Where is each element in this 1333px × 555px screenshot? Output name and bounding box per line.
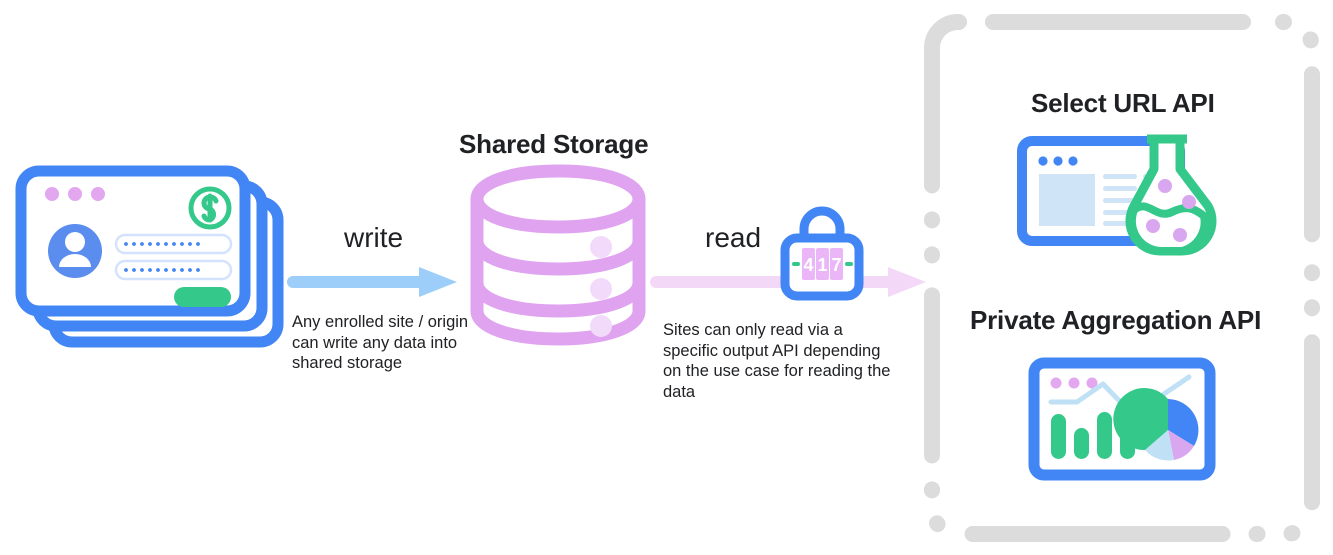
window-dots <box>1050 377 1098 389</box>
credential-field-username <box>114 233 233 255</box>
write-label: write <box>344 222 404 253</box>
pie-chart <box>1113 388 1199 461</box>
dollar-circle-icon <box>188 186 232 230</box>
browser-analytics-icon <box>1028 357 1216 482</box>
svg-text:1: 1 <box>817 255 827 275</box>
shared-storage-title: Shared Storage <box>459 129 649 159</box>
write-caption: Any enrolled site / origin can write any… <box>292 313 469 372</box>
browser-login-cards-icon <box>15 165 284 348</box>
flask-icon <box>1125 134 1217 256</box>
read-caption: Sites can only read via a specific outpu… <box>663 321 891 401</box>
svg-text:7: 7 <box>831 255 841 275</box>
avatar <box>48 224 102 278</box>
combination-lock-icon: 4 1 7 <box>779 203 865 301</box>
svg-text:4: 4 <box>803 255 813 275</box>
lock-digit-wheels: 4 1 7 <box>802 248 843 280</box>
output-apis-panel <box>918 8 1326 548</box>
read-label: read <box>705 222 762 253</box>
browser-flask-icon <box>1017 134 1229 256</box>
window-dots <box>45 187 105 201</box>
write-arrow <box>287 266 461 298</box>
shared-storage-cylinder-icon <box>468 163 648 355</box>
source-cards-group <box>14 165 294 356</box>
select-url-api-title: Select URL API <box>1031 88 1215 118</box>
green-submit-button[interactable] <box>174 287 231 307</box>
credential-field-password <box>114 259 233 281</box>
private-aggregation-api-title: Private Aggregation API <box>970 305 1262 335</box>
